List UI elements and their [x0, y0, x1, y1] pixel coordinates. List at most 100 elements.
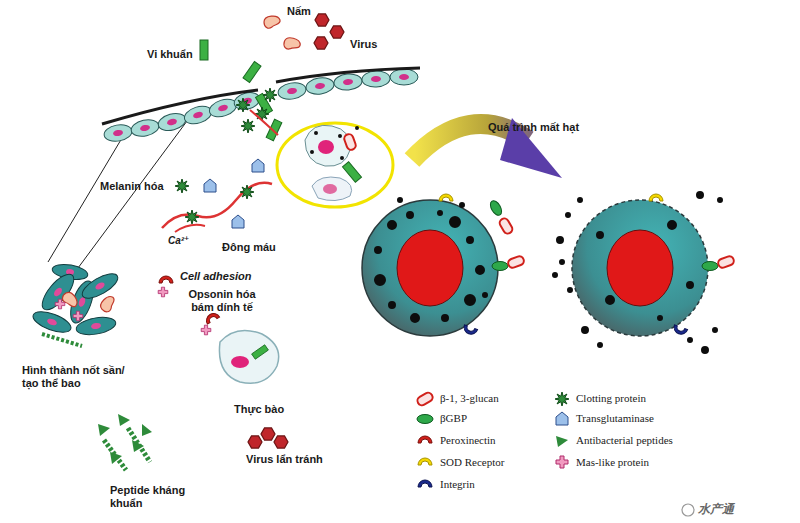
clotting-protein	[185, 210, 199, 224]
clotting-protein	[255, 107, 269, 121]
legend-swatch	[556, 436, 568, 447]
cell-nucleus	[91, 322, 102, 330]
fungus	[282, 36, 301, 53]
cell-body	[30, 308, 73, 337]
epithelial-cell	[277, 81, 307, 102]
clotting-protein	[241, 119, 255, 133]
epithelial-cell	[362, 70, 391, 87]
cell-nucleus	[323, 184, 337, 194]
transglutaminase	[204, 179, 216, 192]
fibre-strand	[250, 110, 278, 135]
cell-body	[305, 76, 335, 96]
clotting-protein	[263, 88, 277, 102]
legend-text: β-1, 3-glucan	[440, 392, 499, 405]
legend-text: Clotting protein	[576, 392, 646, 405]
annotation-label: Vi khuẩn	[147, 48, 193, 61]
transglutaminase	[252, 159, 264, 172]
nodule-cell	[30, 308, 73, 337]
clotting-protein	[240, 185, 254, 199]
cell-body	[277, 81, 307, 102]
cuticle-line	[102, 68, 420, 124]
annotation-label: Ca²⁺	[168, 234, 189, 247]
annotation-label: Virus lẩn tránh	[246, 453, 323, 466]
cell-nucleus	[217, 104, 228, 113]
peptide	[98, 424, 110, 436]
cell-body	[207, 96, 239, 120]
bgbp	[492, 262, 508, 271]
epithelial-cell	[156, 111, 187, 134]
clotting-protein	[175, 179, 189, 193]
peptide-chain	[42, 334, 82, 346]
glucan	[498, 217, 514, 235]
granules	[596, 220, 694, 321]
legend-swatch	[416, 391, 434, 407]
hemocyte	[362, 194, 525, 336]
epithelial-cell	[182, 103, 214, 127]
transglutaminase	[232, 215, 244, 228]
epithelial-cell	[207, 96, 239, 120]
bgbp	[702, 262, 718, 271]
cell-body	[79, 269, 122, 303]
virus-particle	[314, 37, 328, 49]
cell-nucleus	[343, 79, 353, 86]
cell-body	[156, 111, 187, 134]
cell-body	[572, 200, 708, 336]
legend-text: Integrin	[440, 478, 475, 491]
bacterium	[200, 40, 208, 60]
legend-swatch	[555, 392, 569, 406]
annotation-label: Cell adhesion	[180, 270, 252, 283]
bacterium	[343, 162, 362, 182]
glucan	[717, 255, 735, 269]
legend-text: Mas-like protein	[576, 456, 649, 469]
legend-text: βGBP	[440, 412, 467, 425]
cell-nucleus	[166, 118, 177, 126]
cell-nucleus	[318, 140, 334, 154]
epithelial-cell	[390, 69, 418, 85]
degranulated-hemocyte	[552, 191, 735, 354]
peptide-chain	[104, 428, 150, 470]
legend-swatch	[417, 415, 433, 424]
cell-body	[390, 69, 418, 85]
cell-nucleus	[371, 76, 381, 83]
cell-body	[103, 123, 133, 144]
peptide	[118, 414, 130, 426]
cell-nucleus	[399, 74, 409, 80]
annotation-label: Nấm	[287, 5, 311, 18]
legend-swatch	[418, 436, 432, 443]
cell-body	[333, 73, 362, 91]
virus-particle	[261, 428, 275, 440]
peroxinectin	[159, 276, 173, 283]
cell-nucleus	[315, 82, 326, 89]
integrin	[462, 325, 478, 336]
leader-line	[48, 138, 122, 262]
legend-text: SOD Receptor	[440, 456, 504, 469]
glucan	[507, 255, 525, 269]
legend-swatch	[556, 412, 568, 425]
annotation-label: Virus	[350, 38, 377, 51]
sod-receptor	[649, 194, 663, 201]
annotation-label: Peptide kháng khuẩn	[110, 484, 205, 510]
cell-nucleus	[192, 111, 203, 120]
nodule-cell	[79, 269, 122, 303]
virus-particle	[330, 26, 344, 38]
annotation-label: Melanin hóa	[100, 180, 164, 193]
peptide	[142, 424, 152, 436]
cell-nucleus	[607, 230, 673, 306]
cell-nucleus	[287, 87, 298, 95]
cell-body	[130, 117, 161, 138]
annotation-label: Đông máu	[222, 241, 276, 254]
cell-body	[362, 70, 391, 87]
cell-body	[182, 103, 214, 127]
glucan	[343, 133, 357, 151]
legend-swatch	[418, 458, 432, 465]
cell-nucleus	[113, 129, 124, 137]
legend-text: Antibacterial peptides	[576, 434, 673, 447]
legend-text: Peroxinectin	[440, 434, 496, 447]
released-granules	[552, 191, 723, 354]
clotting-protein	[236, 98, 250, 112]
annotation-label: Quá trình mất hạt	[488, 121, 579, 134]
nodule-cell	[75, 315, 117, 338]
bacterium	[252, 345, 269, 359]
